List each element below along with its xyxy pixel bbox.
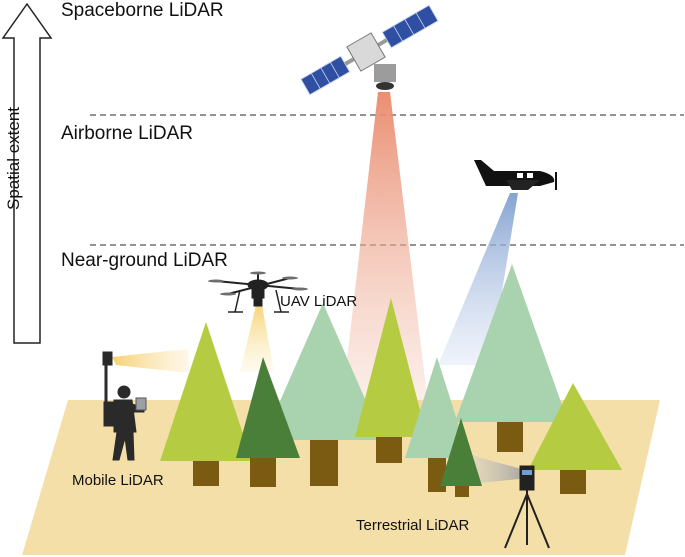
satellite-icon	[300, 4, 439, 96]
spatial-extent-arrow	[1, 2, 53, 344]
tree-dark-left	[236, 357, 300, 487]
tree-pale-right	[455, 264, 568, 452]
spatial-extent-label: Spatial extent	[4, 107, 24, 210]
airborne-beam	[438, 193, 518, 365]
tree-lime-left	[160, 322, 252, 486]
aircraft-icon	[474, 160, 557, 190]
uav-beam	[240, 305, 274, 372]
tree-dark-small	[440, 418, 482, 497]
tree-lime-center	[355, 298, 427, 463]
terrestrial-scanner-icon	[504, 465, 550, 549]
tree-pale-center	[263, 303, 383, 486]
mobile-operator-icon	[102, 351, 147, 461]
uav-label: UAV LiDAR	[280, 293, 358, 310]
tree-lime-right	[528, 383, 622, 494]
airborne-label: Airborne LiDAR	[61, 123, 193, 144]
uav-drone-icon	[208, 271, 308, 313]
terrestrial-label: Terrestrial LiDAR	[356, 517, 470, 534]
spaceborne-label: Spaceborne LiDAR	[61, 0, 224, 21]
mobile-beam	[112, 349, 190, 373]
mobile-label: Mobile LiDAR	[72, 472, 164, 489]
spaceborne-beam	[340, 92, 430, 420]
near-ground-label: Near-ground LiDAR	[61, 250, 228, 271]
